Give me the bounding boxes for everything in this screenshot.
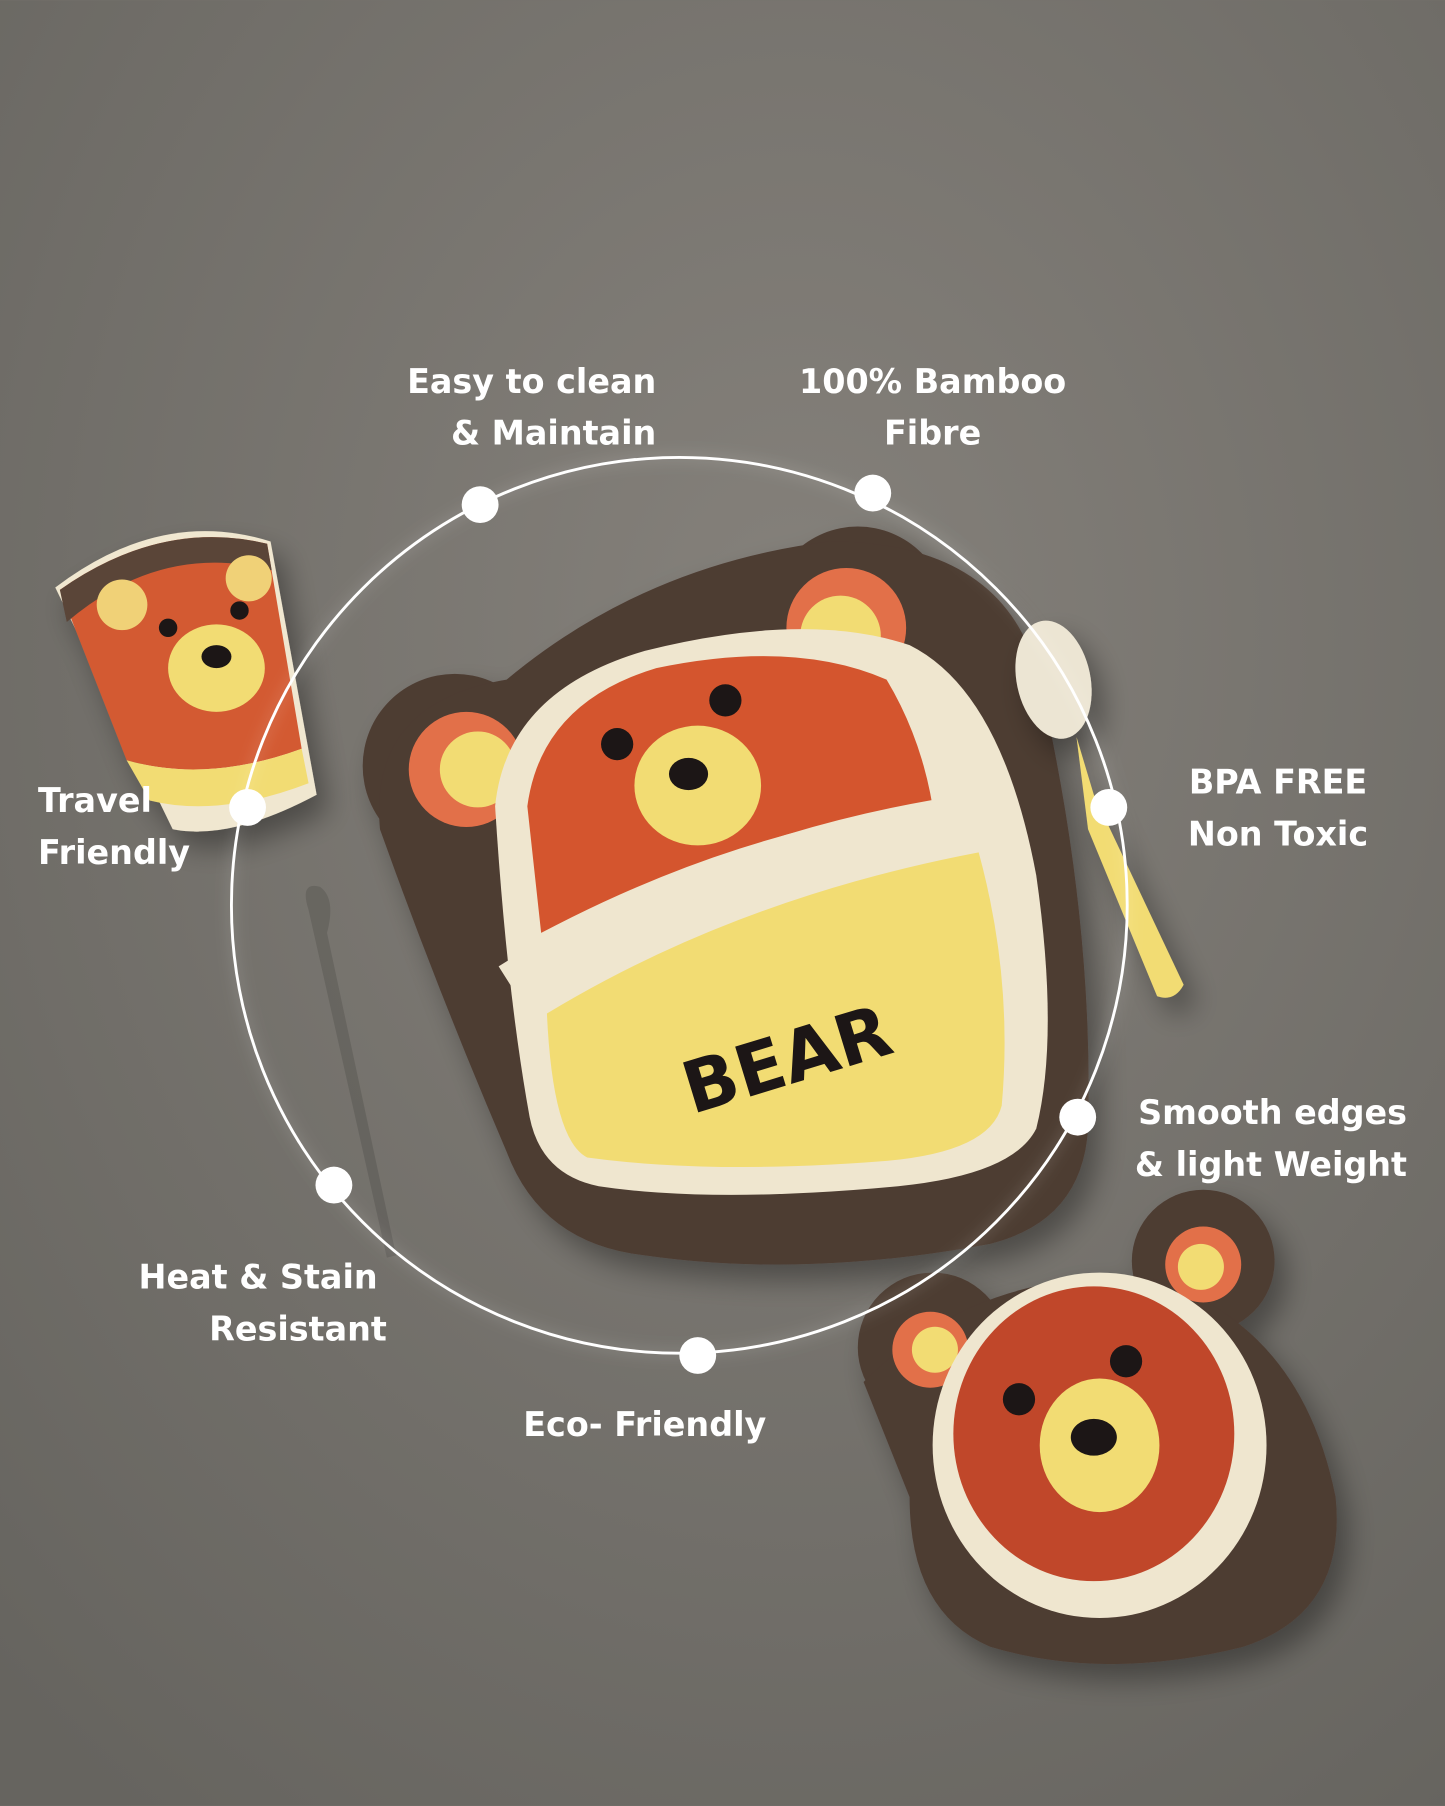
label-line: & Maintain <box>451 414 656 453</box>
label-bpa: BPA FREE Non Toxic <box>1188 763 1368 854</box>
label-line: 100% Bamboo <box>799 362 1066 401</box>
dot-bamboo <box>854 474 892 512</box>
label-line: Eco- Friendly <box>523 1405 766 1444</box>
label-easy-clean: Easy to clean & Maintain <box>407 362 656 453</box>
label-line: Easy to clean <box>407 362 656 401</box>
label-line: Friendly <box>38 833 190 872</box>
bear-spoon <box>1015 620 1184 998</box>
label-travel: Travel Friendly <box>38 781 190 872</box>
feature-ring <box>229 455 1129 1355</box>
dot-heat <box>315 1166 353 1204</box>
label-line: Non Toxic <box>1188 814 1368 853</box>
label-line: Heat & Stain <box>139 1258 378 1297</box>
label-line: Smooth edges <box>1138 1093 1407 1132</box>
label-line: & light Weight <box>1135 1145 1407 1184</box>
label-heat: Heat & Stain Resistant <box>139 1258 387 1349</box>
feature-dots <box>229 474 1128 1374</box>
label-line: Fibre <box>884 414 981 453</box>
label-eco: Eco- Friendly <box>523 1405 766 1444</box>
bear-bowl <box>857 1189 1337 1665</box>
bear-cup <box>55 531 317 832</box>
label-line: Resistant <box>209 1310 387 1349</box>
bear-plate: BEAR <box>362 526 1089 1265</box>
label-line: Travel <box>38 781 152 820</box>
label-bamboo: 100% Bamboo Fibre <box>799 362 1066 453</box>
dot-easy-clean <box>461 486 499 524</box>
dot-bpa <box>1090 789 1128 826</box>
spoon-shadow <box>305 885 397 1258</box>
dot-smooth <box>1059 1098 1097 1136</box>
dot-travel <box>229 789 266 826</box>
label-line: BPA FREE <box>1189 763 1367 802</box>
label-smooth: Smooth edges & light Weight <box>1135 1093 1407 1184</box>
dot-eco <box>679 1337 717 1374</box>
